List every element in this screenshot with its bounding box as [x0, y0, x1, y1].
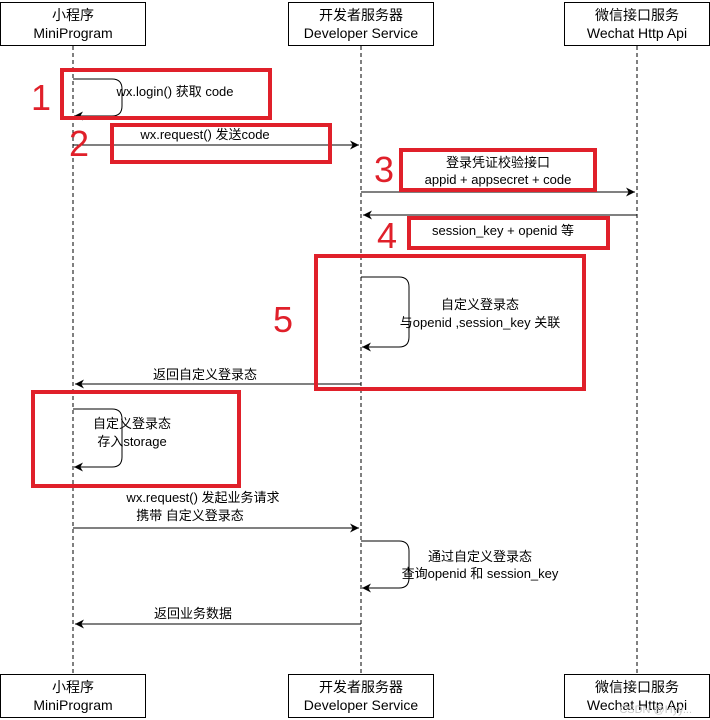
highlight-box-3 — [399, 148, 597, 192]
msg-verify-line2: appid + appsecret + code — [424, 172, 572, 187]
highlight-box-6 — [31, 390, 241, 488]
step-number-4: 4 — [376, 215, 398, 256]
participant-zh-label: 微信接口服务 — [595, 679, 679, 695]
participant-zh-label: 小程序 — [52, 679, 94, 695]
msg-biz-request-line2: 携带 自定义登录态 — [136, 508, 244, 523]
msg-request-code: wx.request() 发送code — [140, 127, 270, 142]
step-number-2: 2 — [68, 123, 90, 164]
participant-developer-service-bottom: 开发者服务器 Developer Service — [288, 674, 434, 718]
msg-return-custom: 返回自定义登录态 — [152, 367, 258, 382]
participant-zh-label: 微信接口服务 — [595, 7, 679, 23]
msg-custom-line1: 自定义登录态 — [440, 297, 520, 312]
msg-store-line2: 存入storage — [97, 434, 167, 449]
self-loop-login — [73, 78, 123, 121]
highlight-box-5 — [314, 254, 586, 391]
participant-en-label: MiniProgram — [33, 25, 113, 41]
highlight-box-2 — [110, 123, 332, 164]
participant-zh-label: 小程序 — [52, 7, 94, 23]
msg-biz-request-line1: wx.request() 发起业务请求 — [126, 490, 280, 505]
self-loop-custom-state — [361, 276, 410, 352]
step-number-5: 5 — [272, 299, 294, 340]
participant-en-label: MiniProgram — [33, 697, 113, 713]
participant-wechat-api-bottom: 微信接口服务 Wechat Http Api — [564, 674, 710, 718]
self-loop-query — [361, 540, 410, 593]
participant-en-label: Wechat Http Api — [586, 25, 688, 41]
participant-zh-label: 开发者服务器 — [319, 679, 403, 695]
participant-en-label: Developer Service — [303, 25, 419, 41]
participant-en-label: Developer Service — [303, 697, 419, 713]
msg-query-line2: 查询openid 和 session_key — [401, 566, 559, 581]
participant-miniprogram-bottom: 小程序 MiniProgram — [0, 674, 146, 718]
msg-return-biz: 返回业务数据 — [153, 606, 233, 621]
participant-miniprogram-top: 小程序 MiniProgram — [0, 2, 146, 46]
self-loop-storage — [73, 408, 123, 472]
watermark: CSDN @Hyy... — [619, 704, 692, 716]
participant-en-label: Wechat Http Api — [586, 697, 688, 713]
msg-login: wx.login() 获取 code — [116, 84, 234, 99]
msg-store-line1: 自定义登录态 — [92, 416, 172, 431]
highlight-box-1 — [60, 68, 272, 120]
msg-verify-line1: 登录凭证校验接口 — [445, 155, 551, 170]
msg-session-return: session_key + openid 等 — [431, 223, 575, 238]
msg-custom-line2: 与openid ,session_key 关联 — [399, 315, 561, 330]
msg-query-line1: 通过自定义登录态 — [427, 549, 533, 564]
participant-wechat-api-top: 微信接口服务 Wechat Http Api — [564, 2, 710, 46]
highlight-box-4 — [407, 216, 610, 250]
participant-zh-label: 开发者服务器 — [319, 7, 403, 23]
step-number-3: 3 — [373, 149, 395, 190]
participant-developer-service-top: 开发者服务器 Developer Service — [288, 2, 434, 46]
step-number-1: 1 — [30, 77, 52, 118]
